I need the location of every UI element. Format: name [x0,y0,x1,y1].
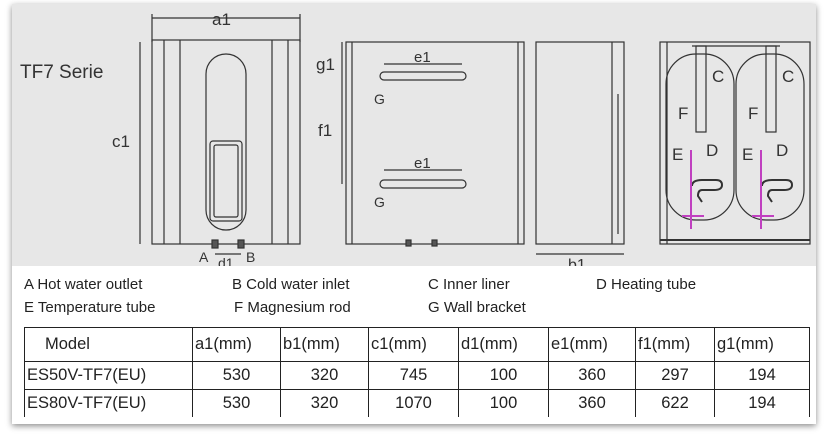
legend-item: D Heating tube [596,276,697,293]
label-F-right: F [748,104,758,123]
dim-a1: a1 [212,10,231,29]
label-D-left: D [706,141,718,160]
dim-B: B [246,249,255,265]
cell: 100 [458,361,549,390]
cell: 1070 [368,389,459,417]
front-view: a1 c1 A d1 B [112,10,301,266]
dim-f1: f1 [318,121,332,140]
header-a1: a1(mm) [192,327,281,362]
cell: 622 [635,389,715,417]
dim-c1: c1 [112,132,130,151]
header-g1: g1(mm) [714,327,810,362]
dim-b1: b1 [568,257,586,266]
dim-e1-top: e1 [414,49,431,66]
dim-g1: g1 [316,55,335,74]
label-G-bottom: G [374,194,385,210]
header-f1: f1(mm) [635,327,715,362]
legend-item: C Inner liner [428,276,510,293]
dim-e1-bottom: e1 [414,155,431,172]
label-D-right: D [776,141,788,160]
series-title: TF7 Serie [20,62,104,83]
table-row: ES50V-TF7(EU) 530 320 745 100 360 297 19… [24,361,810,390]
cell-model: ES50V-TF7(EU) [24,361,193,390]
label-E-left: E [672,145,683,164]
dim-A: A [199,249,209,265]
legend-item: A Hot water outlet [24,276,143,293]
cell: 320 [280,361,369,390]
label-E-right: E [742,145,753,164]
technical-drawing: TF7 Serie a1 c1 A d1 B [12,4,816,266]
header-c1: c1(mm) [368,327,459,362]
header-b1: b1(mm) [280,327,369,362]
spec-table: Model a1(mm) b1(mm) c1(mm) d1(mm) e1(mm)… [24,327,810,417]
back-view: g1 f1 e1 G e1 G [316,41,525,247]
cell: 320 [280,389,369,417]
legend-item: E Temperature tube [24,299,156,316]
legend-item: G Wall bracket [428,299,526,316]
dim-d1: d1 [218,255,234,266]
table-row: ES80V-TF7(EU) 530 320 1070 100 360 622 1… [24,389,810,417]
cell: 745 [368,361,459,390]
header-d1: d1(mm) [458,327,549,362]
cutaway-view: C C F F E E D D [659,41,811,245]
legend-item: B Cold water inlet [232,276,350,293]
legend-item: F Magnesium rod [234,299,351,316]
cell: 530 [192,361,281,390]
table-header-row: Model a1(mm) b1(mm) c1(mm) d1(mm) e1(mm)… [24,327,810,362]
label-C-left: C [712,67,724,86]
cell: 530 [192,389,281,417]
header-e1: e1(mm) [548,327,636,362]
cell: 297 [635,361,715,390]
cell: 360 [548,361,636,390]
side-view: b1 [535,41,625,266]
cell-model: ES80V-TF7(EU) [24,389,193,417]
label-G-top: G [374,91,385,107]
cell: 194 [714,361,810,390]
label-F-left: F [678,104,688,123]
cell: 360 [548,389,636,417]
cell: 100 [458,389,549,417]
spec-sheet: TF7 Serie a1 c1 A d1 B [12,4,816,424]
cell: 194 [714,389,810,417]
header-model: Model [24,327,193,362]
label-C-right: C [782,67,794,86]
